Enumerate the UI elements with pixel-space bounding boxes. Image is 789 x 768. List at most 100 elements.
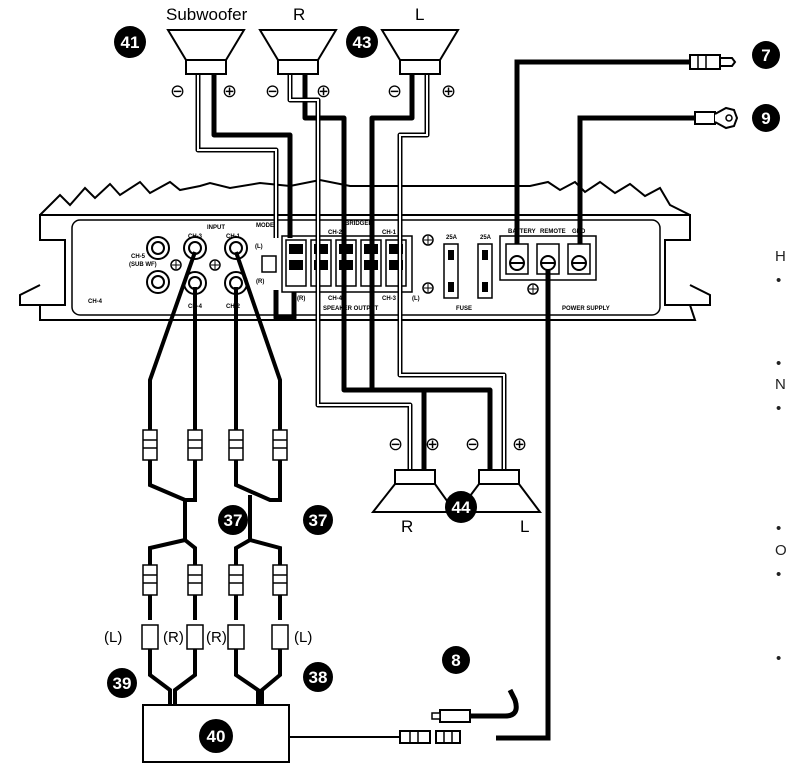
amplifier: INPUT CH-3 CH-1 CH-5 (SUB WF) CH-4 CH-4 …	[19, 178, 711, 321]
rear-right-label: R	[401, 517, 413, 536]
spk-ch2-label: CH-2	[328, 230, 343, 236]
gnd-terminal[interactable]	[567, 243, 591, 275]
callout-39: 39	[107, 668, 137, 698]
speaker-terminal[interactable]	[285, 239, 307, 287]
speaker-terminal[interactable]	[385, 239, 407, 287]
svg-text:41: 41	[121, 33, 140, 52]
input-ch2-label: CH-2	[226, 304, 241, 310]
rca-jack-ch3[interactable]	[183, 236, 207, 260]
svg-text:38: 38	[309, 668, 328, 687]
screw-icon	[170, 259, 182, 271]
battery-terminal[interactable]	[505, 243, 529, 275]
screw-icon	[422, 234, 434, 246]
power-wires	[470, 59, 695, 741]
minus-icon: ⊖	[388, 434, 403, 454]
callout-7: 7	[752, 41, 780, 69]
svg-text:37: 37	[309, 511, 328, 530]
svg-text:44: 44	[452, 498, 471, 517]
callout-44: 44	[445, 491, 477, 523]
side-bullet: •	[776, 272, 782, 289]
source-cables	[148, 649, 282, 705]
callout-8: 8	[442, 646, 470, 674]
remote-terminal[interactable]	[536, 243, 560, 275]
input-label: INPUT	[207, 225, 225, 231]
svg-text:7: 7	[761, 46, 770, 65]
rca-jack-ch5-top[interactable]	[146, 236, 170, 260]
subwoofer-speaker	[166, 29, 246, 75]
spk-l-label: (L)	[412, 296, 420, 302]
input-subwf-label: (SUB WF)	[129, 262, 157, 268]
callout-badges: 41 43 7 9 37 37 44 39	[107, 26, 780, 753]
side-bullet: •	[776, 520, 782, 537]
ch4-side-label: CH-4	[88, 299, 103, 305]
minus-icon: ⊖	[170, 81, 185, 101]
bridged-label: BRIDGED	[345, 221, 373, 227]
speaker-wires-inner	[197, 75, 505, 470]
heatsink-fins	[39, 178, 691, 216]
battery-terminal-label: BATTERY	[508, 229, 536, 235]
mode-switch[interactable]	[261, 255, 277, 273]
callout-41: 41	[114, 26, 146, 58]
plus-icon: ⊕	[425, 434, 440, 454]
rca-left-l-label: (L)	[104, 629, 122, 646]
rca-jack-ch5-bottom[interactable]	[146, 270, 170, 294]
side-bullet: •	[776, 566, 782, 583]
callout-38: 38	[303, 662, 333, 692]
side-bullet: •	[776, 355, 782, 372]
plus-icon: ⊕	[222, 81, 237, 101]
subwoofer-label: Subwoofer	[166, 5, 248, 24]
mode-l-label: (L)	[255, 244, 263, 250]
callout-37-left: 37	[218, 505, 248, 535]
rear-left-label: L	[520, 517, 529, 536]
front-right-label: R	[293, 5, 305, 24]
plus-icon: ⊕	[316, 81, 331, 101]
remote-terminal-label: REMOTE	[540, 229, 566, 235]
screw-icon	[209, 259, 221, 271]
callout-43: 43	[346, 26, 378, 58]
fuse-label: FUSE	[456, 306, 472, 312]
svg-text:37: 37	[224, 511, 243, 530]
minus-icon: ⊖	[387, 81, 402, 101]
rca-cables	[148, 251, 282, 430]
side-bullet: •	[776, 400, 782, 417]
speaker-output-label: SPEAKER OUTPUT	[323, 306, 379, 312]
spk-ch4-label: CH-4	[328, 296, 343, 302]
front-right-speaker	[258, 29, 338, 75]
front-left-speaker	[380, 29, 460, 75]
speaker-terminal[interactable]	[310, 239, 332, 287]
speaker-terminal-block	[281, 235, 413, 293]
screw-icon	[422, 282, 434, 294]
svg-text:8: 8	[451, 651, 460, 670]
callout-37-right: 37	[303, 505, 333, 535]
rca-cables-lower	[148, 595, 282, 620]
side-text: O	[775, 542, 787, 559]
side-bullet: •	[776, 650, 782, 667]
plus-icon: ⊕	[441, 81, 456, 101]
fuse-rating-1: 25A	[446, 235, 458, 241]
input-ch5-label: CH-5	[131, 254, 146, 260]
power-supply-label: POWER SUPPLY	[562, 306, 610, 312]
mode-label: MODE	[256, 223, 274, 229]
fuse-1[interactable]	[443, 243, 459, 299]
battery-connector-icon	[689, 54, 737, 70]
callout-40: 40	[199, 719, 233, 753]
rear-right-speaker	[370, 469, 457, 513]
mode-r-label: (R)	[256, 279, 264, 285]
fuse-2[interactable]	[477, 243, 493, 299]
side-text: N	[775, 376, 786, 393]
spk-ch3-label: CH-3	[382, 296, 397, 302]
spk-r-label: (R)	[297, 296, 305, 302]
svg-text:39: 39	[113, 674, 132, 693]
rca-left-r-label: (R)	[163, 629, 184, 646]
spk-ch1-label: CH-1	[382, 230, 397, 236]
plus-icon: ⊕	[512, 434, 527, 454]
polarity-marks: ⊖ ⊕ ⊖ ⊕ ⊖ ⊕ ⊖ ⊕ ⊖ ⊕	[170, 81, 527, 454]
minus-icon: ⊖	[265, 81, 280, 101]
rca-right-l-label: (L)	[294, 629, 312, 646]
y-cables	[148, 460, 282, 565]
rca-plugs-upper	[142, 429, 288, 461]
callout-9: 9	[752, 104, 780, 132]
front-left-label: L	[415, 5, 424, 24]
ground-ring-connector-icon	[694, 106, 739, 130]
side-text: H	[775, 248, 786, 265]
